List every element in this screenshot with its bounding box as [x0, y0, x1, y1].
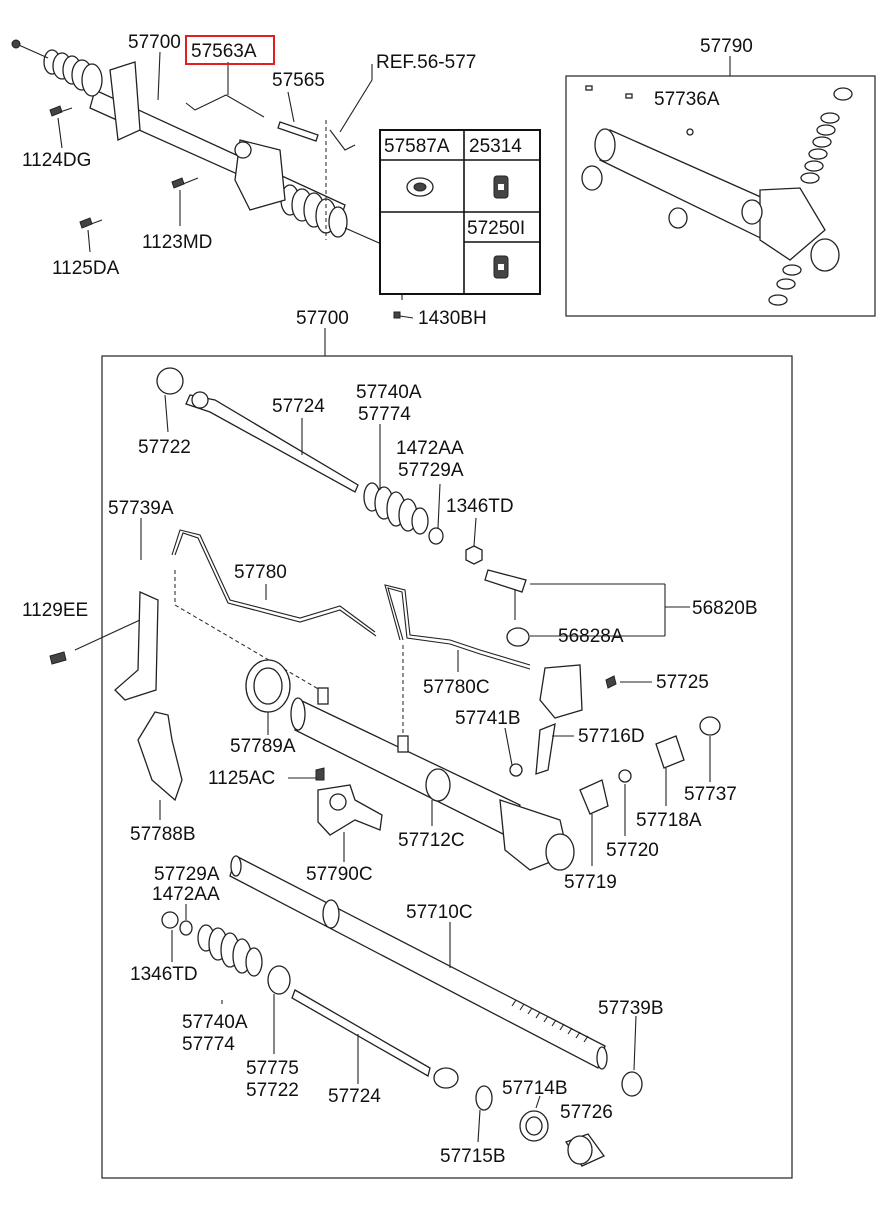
left-boot [43, 49, 103, 97]
label-57563A: 57563A [191, 41, 257, 62]
bracket-1129EE [49, 591, 159, 701]
label-57741B: 57741B [455, 708, 521, 729]
top-steering-gear-assembly [11, 39, 417, 319]
label-1346TD: 1346TD [446, 496, 514, 517]
main-frame [101, 355, 793, 1179]
bracket-57790C [315, 767, 383, 836]
label-57774-lower: 57774 [182, 1034, 235, 1055]
label-57739A: 57739A [108, 498, 174, 519]
rack-teeth [511, 999, 589, 1043]
inset-frame [565, 75, 876, 317]
label-57719: 57719 [564, 872, 617, 893]
label-57725: 57725 [656, 672, 709, 693]
yoke-parts [579, 716, 721, 815]
label-57790: 57790 [700, 36, 753, 57]
label-57722-lower: 57722 [246, 1080, 299, 1101]
table-cell-57587A: 57587A [384, 136, 450, 157]
label-57790C: 57790C [306, 864, 373, 885]
label-57715B: 57715B [440, 1146, 506, 1167]
bushing-57789A [245, 659, 291, 713]
label-57737: 57737 [684, 784, 737, 805]
label-1125AC: 1125AC [208, 768, 275, 789]
label-57724-lower: 57724 [328, 1086, 381, 1107]
bracket-57788B [137, 711, 183, 802]
lower-boot [161, 911, 291, 995]
label-56820B: 56820B [692, 598, 758, 619]
housing-57712C [290, 687, 575, 871]
lower-tie-rod [291, 989, 459, 1089]
leader-lines [140, 394, 711, 1143]
pipe-57780 [171, 529, 377, 691]
lower-small-parts [475, 1071, 643, 1167]
label-57712C: 57712C [398, 830, 465, 851]
label-1129EE: 1129EE [22, 600, 88, 621]
label-57700: 57700 [128, 32, 181, 53]
label-57780: 57780 [234, 562, 287, 583]
label-57722: 57722 [138, 437, 191, 458]
label-57740A-lower: 57740A [182, 1012, 248, 1033]
tie-rod-end-56820B [484, 569, 530, 647]
label-57716D: 57716D [578, 726, 645, 747]
upper-tie-rod [156, 367, 359, 493]
label-57775: 57775 [246, 1058, 299, 1079]
label-57724: 57724 [272, 396, 325, 417]
label-57736A: 57736A [654, 89, 720, 110]
kit-table [379, 129, 541, 295]
table-cell-57250I: 57250I [467, 218, 525, 239]
label-ref-56-577: REF.56-577 [376, 52, 476, 73]
label-57710C: 57710C [406, 902, 473, 923]
label-57714B: 57714B [502, 1078, 568, 1099]
valve-57725 [539, 664, 617, 719]
table-cell-25314: 25314 [469, 136, 522, 157]
label-57720: 57720 [606, 840, 659, 861]
upper-boot [363, 482, 444, 545]
spring-57716D [535, 722, 556, 775]
label-57718A: 57718A [636, 810, 702, 831]
label-57774: 57774 [358, 404, 411, 425]
rack-57710C [229, 855, 608, 1070]
label-57726: 57726 [560, 1102, 613, 1123]
label-1472AA: 1472AA [396, 438, 464, 459]
label-57788B: 57788B [130, 824, 196, 845]
label-1430BH: 1430BH [418, 308, 487, 329]
label-57789A: 57789A [230, 736, 296, 757]
ring-57741B [509, 763, 523, 777]
inset-housing [581, 85, 853, 306]
label-57739B: 57739B [598, 998, 664, 1019]
pipe-57780C [384, 584, 531, 735]
label-1125DA: 1125DA [52, 258, 120, 279]
label-1124DG: 1124DG [22, 150, 91, 171]
label-57565: 57565 [272, 70, 325, 91]
label-1472AA-lower: 1472AA [152, 884, 220, 905]
label-57729A-lower: 57729A [154, 864, 220, 885]
label-56828A: 56828A [558, 626, 624, 647]
label-1346TD-lower: 1346TD [130, 964, 198, 985]
nut-1346TD [465, 545, 483, 565]
label-57780C: 57780C [423, 677, 490, 698]
label-57740A: 57740A [356, 382, 422, 403]
label-57700-main: 57700 [296, 308, 349, 329]
label-1123MD: 1123MD [142, 232, 212, 253]
label-57729A: 57729A [398, 460, 464, 481]
right-boot [280, 184, 348, 238]
highlight-box [185, 35, 275, 65]
